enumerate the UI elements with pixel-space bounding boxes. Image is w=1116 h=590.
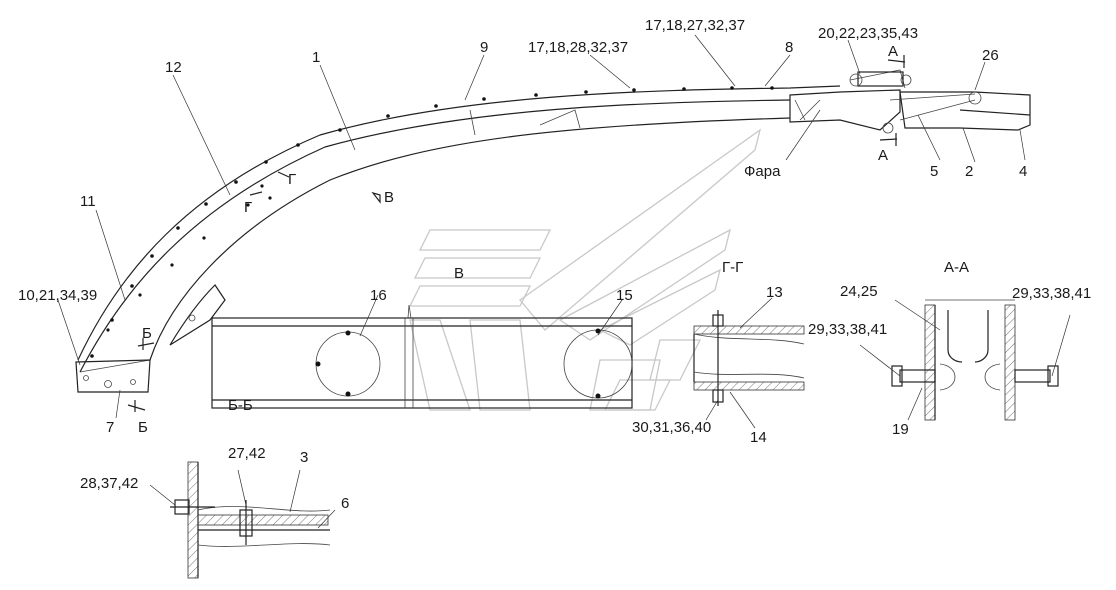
label-1: 1	[312, 49, 320, 66]
label-4: 4	[1019, 163, 1027, 180]
label-14: 14	[750, 429, 767, 446]
section-gg	[693, 310, 805, 406]
section-titles: А-А Б-Б Г-Г	[228, 259, 969, 414]
label-top2: 17,18,28,32,37	[528, 39, 628, 56]
section-title-bb: Б-Б	[228, 397, 253, 414]
leader-lines	[57, 34, 1071, 529]
part-labels: 1 2 3 4 5 6 7 8 9 11 12 13 14 15 16 19 2…	[18, 17, 1091, 512]
label-11: 11	[80, 193, 96, 210]
label-bb1: 27,42	[228, 445, 266, 462]
label-top3: 20,22,23,35,43	[818, 25, 918, 42]
label-fara: Фара	[744, 163, 781, 180]
label-15: 15	[616, 287, 633, 304]
label-left: 10,21,34,39	[18, 287, 97, 304]
label-9: 9	[480, 39, 488, 56]
curved-boom	[75, 85, 841, 393]
label-3: 3	[300, 449, 308, 466]
label-aa1: 24,25	[840, 283, 878, 300]
section-bb	[170, 461, 331, 579]
label-19: 19	[892, 421, 909, 438]
label-6: 6	[341, 495, 349, 512]
section-title-aa: А-А	[944, 259, 969, 276]
label-gg: 30,31,36,40	[632, 419, 711, 436]
label-a-mark1: А	[888, 43, 898, 60]
view-v	[211, 304, 633, 409]
section-title-gg: Г-Г	[722, 259, 743, 276]
label-aa3: 29,33,38,41	[1012, 285, 1091, 302]
label-top1: 17,18,27,32,37	[645, 17, 745, 34]
label-16: 16	[370, 287, 387, 304]
cut-marks	[127, 55, 906, 412]
rivet-dots	[90, 86, 774, 358]
section-aa	[891, 299, 1059, 421]
label-aa2: 29,33,38,41	[808, 321, 887, 338]
label-v-mark: В	[384, 189, 394, 206]
label-5: 5	[930, 163, 938, 180]
label-13: 13	[766, 284, 783, 301]
label-2: 2	[965, 163, 973, 180]
label-a-mark2: А	[878, 147, 888, 164]
watermark-logo	[408, 128, 762, 411]
label-g-mark2: Г	[288, 171, 296, 188]
label-8: 8	[785, 39, 793, 56]
label-g-mark1: Г	[244, 199, 252, 216]
label-7: 7	[106, 419, 114, 436]
label-v-view: В	[454, 265, 464, 282]
label-bb2: 28,37,42	[80, 475, 138, 492]
label-26: 26	[982, 47, 999, 64]
label-b-mark2: Б	[138, 419, 148, 436]
label-12: 12	[165, 59, 182, 76]
bottom-mount-plate	[75, 359, 151, 393]
label-b-mark1: Б	[142, 325, 152, 342]
headlight-assembly	[789, 69, 1031, 134]
